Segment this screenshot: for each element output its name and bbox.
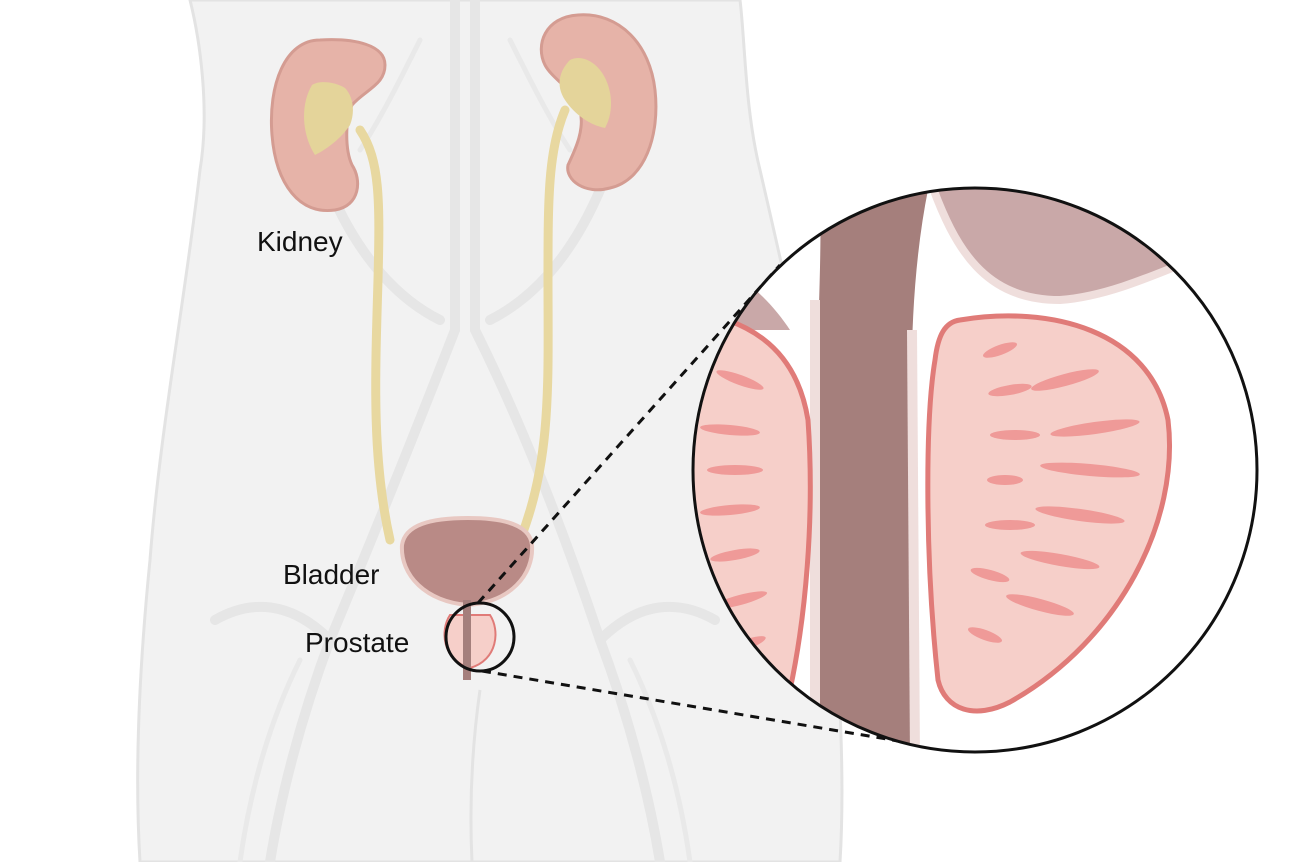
body-silhouette: [136, 0, 844, 867]
callout-lines: [476, 264, 941, 750]
right-lobe-lobules: [967, 342, 1140, 643]
bladder: [399, 515, 535, 608]
kidney-label: Kidney: [257, 226, 343, 257]
prostate-label: Prostate: [305, 627, 410, 658]
bladder-label: Bladder: [283, 559, 380, 590]
ureters: [355, 105, 570, 545]
prostate-small: [443, 600, 497, 680]
right-kidney: [539, 13, 658, 192]
prostate-zoom-detail: [691, 186, 1259, 754]
left-kidney: [269, 38, 387, 213]
